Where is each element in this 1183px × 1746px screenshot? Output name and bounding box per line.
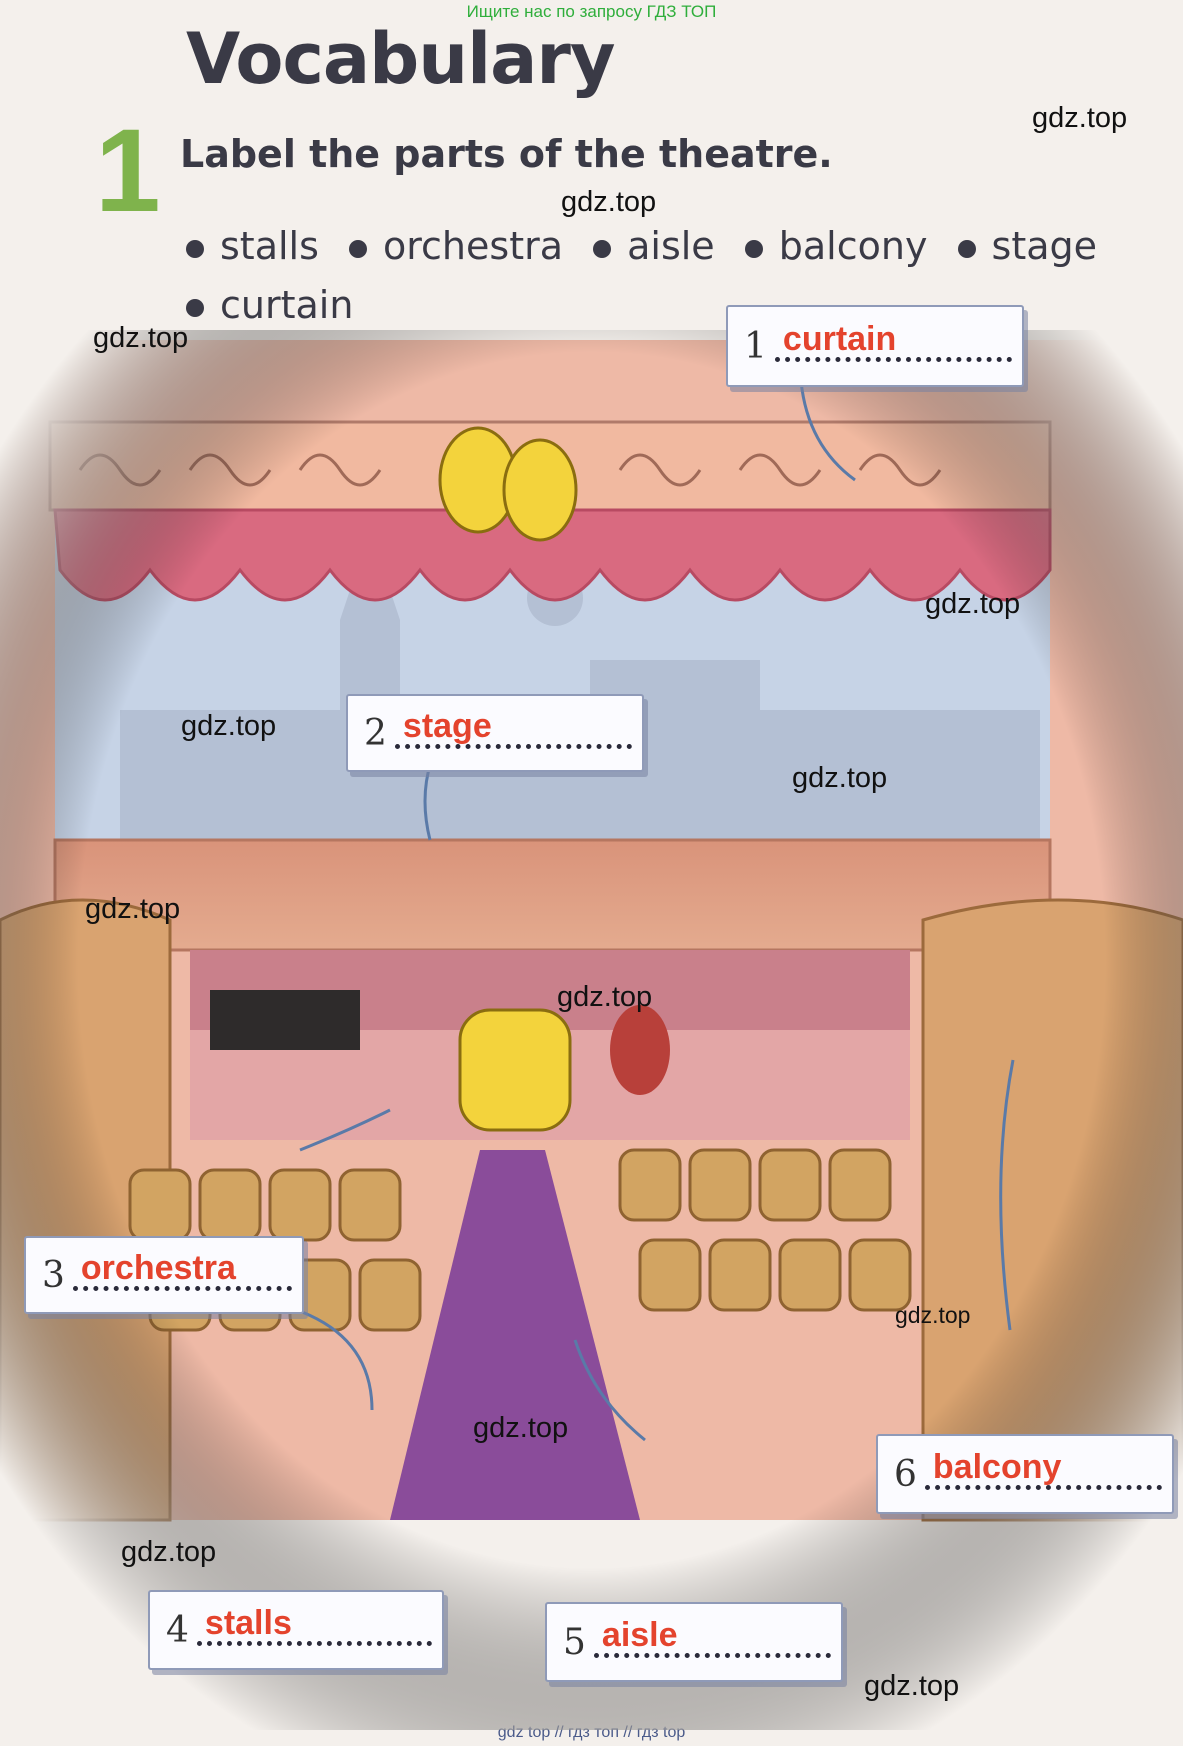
- word-bank-item: balcony: [744, 224, 927, 268]
- word-bank-item: aisle: [593, 224, 715, 268]
- exercise-instruction: Label the parts of the theatre.: [180, 132, 833, 176]
- label-answer: curtain: [782, 320, 897, 358]
- watermark: gdz.top: [1032, 102, 1128, 134]
- watermark: gdz.top: [895, 1302, 971, 1328]
- watermark: gdz.top: [925, 588, 1021, 620]
- word-bank-item: curtain: [186, 283, 353, 327]
- watermark: gdz.top: [473, 1412, 569, 1444]
- label-number: 1: [744, 325, 767, 367]
- watermark: gdz.top: [561, 186, 657, 218]
- exercise-number: 1: [95, 105, 161, 237]
- label-arrows: [299, 359, 1015, 1442]
- watermark: gdz.top: [864, 1670, 960, 1702]
- watermark: gdz.top: [792, 762, 888, 794]
- label-6-balcony[interactable]: 6 balcony: [876, 1434, 1174, 1514]
- word-bank-item: stage: [957, 224, 1097, 268]
- label-number: 6: [894, 1453, 917, 1495]
- watermark: gdz.top: [121, 1536, 217, 1568]
- label-number: 3: [42, 1254, 65, 1296]
- word-bank-row-1: stalls orchestra aisle balcony stage: [186, 224, 1115, 268]
- label-4-stalls[interactable]: 4 stalls: [148, 1590, 444, 1670]
- watermark: gdz.top: [85, 893, 181, 925]
- label-2-stage[interactable]: 2 stage: [346, 694, 644, 772]
- label-3-orchestra[interactable]: 3 orchestra: [24, 1236, 304, 1314]
- theatre-illustration: [0, 330, 1183, 1730]
- watermark: gdz.top: [557, 981, 653, 1013]
- top-banner: Ищите нас по запросу ГДЗ ТОП: [466, 2, 717, 21]
- label-number: 5: [563, 1621, 586, 1663]
- label-answer: stalls: [204, 1604, 292, 1642]
- label-1-curtain[interactable]: 1 curtain: [726, 305, 1024, 387]
- label-5-aisle[interactable]: 5 aisle: [545, 1602, 843, 1682]
- label-answer: stage: [402, 707, 492, 745]
- label-answer: balcony: [932, 1448, 1062, 1486]
- page-title: Vocabulary: [186, 18, 615, 100]
- word-bank-item: stalls: [186, 224, 319, 268]
- word-bank-row-2: curtain: [186, 283, 371, 327]
- label-number: 4: [166, 1609, 189, 1651]
- watermark: gdz.top: [181, 710, 277, 742]
- watermark: gdz.top: [93, 322, 189, 354]
- label-number: 2: [364, 712, 387, 754]
- label-answer: aisle: [601, 1616, 678, 1654]
- label-answer: orchestra: [80, 1249, 236, 1287]
- word-bank-item: orchestra: [349, 224, 563, 268]
